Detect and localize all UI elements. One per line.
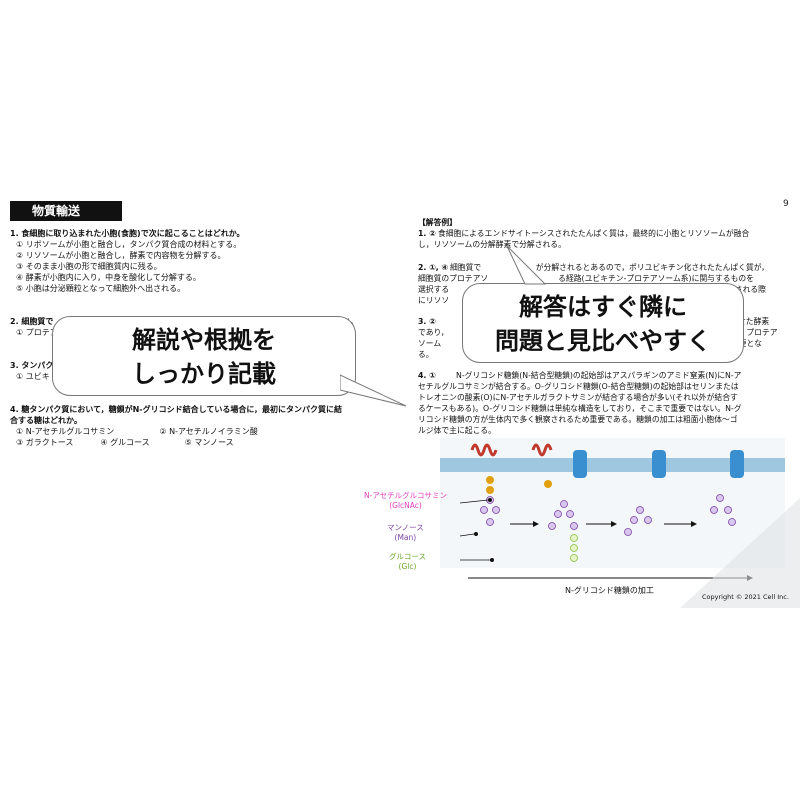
answer-text: 細胞質のプロテアソ — [418, 274, 489, 283]
question-1-option: ④ 酵素が小胞内に入り，中身を酸化して分解する。 — [16, 273, 201, 282]
question-2-text: 2. 細胞質で — [10, 317, 54, 326]
question-1-option: ① リボソームが小胞と融合し，タンパク質合成の材料とする。 — [16, 240, 242, 249]
glucose-residues — [570, 534, 578, 562]
answer-number: 1. ② — [418, 229, 436, 238]
callout-line: 問題と見比べやすく — [495, 327, 711, 355]
copyright: Copyright © 2021 Cell Inc. — [702, 593, 789, 601]
page-number: 9 — [783, 199, 789, 209]
answer-text: トレオニンの酸素(O)にN-アセチルガラクトサミンが結合する場合が多い(それ以外… — [418, 393, 738, 402]
question-1-option: ③ そのまま小胞の形で細胞質内に残る。 — [16, 262, 162, 271]
answer-text: る経路(ユビキチン-プロテアソーム系)に関与するものを — [558, 274, 754, 283]
page-fold-decoration — [680, 498, 800, 608]
channel-protein — [730, 450, 744, 478]
mannose-label-abbr: (Man) — [394, 533, 417, 542]
question-4-line1: 4. 糖タンパク質において，糖鎖がN-グリコシド結合している場合に，最初にタンパ… — [10, 405, 342, 414]
answer-text: るケースもある)。O-グリコシド糖鎖は単純な構造をしており，そこまで重要ではない… — [418, 404, 742, 413]
question-2-option: ① プロテア — [16, 328, 58, 337]
question-4-option: ④ グルコース — [100, 438, 150, 447]
answer-number: 4. ① — [418, 371, 436, 380]
answer-4: 4. ① N-グリコシド糖鎖(N-結合型糖鎖)の起始部はアスパラギンのアミド窒素(… — [418, 370, 790, 436]
answer-text: ルジ体で主に起こる。 — [418, 426, 496, 435]
answer-text: る。 — [418, 350, 434, 359]
answer-text: リコシド糖鎖の方が生体内で多く観察されるため重要である。糖鎖の加工は粗面小胞体～… — [418, 415, 738, 424]
question-4-option: ① N-アセチルグルコサミン — [16, 427, 115, 436]
membrane — [440, 458, 785, 472]
answer-number: 3. ② — [418, 317, 436, 326]
figure-caption: N-グリコシド糖鎖の加工 — [565, 586, 654, 595]
question-4-options-row1: ① N-アセチルグルコサミン ② N-アセチルノイラミン酸 — [10, 426, 342, 437]
question-2: 2. 細胞質で — [10, 316, 53, 327]
answer-text: セチルグルコサミンが結合する。O-グリコシド糖鎖(O-結合型糖鎖)の起始部はセリ… — [418, 382, 739, 391]
glucose-label-abbr: (Glc) — [398, 562, 417, 571]
glcnac-label-text: N-アセチルグルコサミン — [364, 491, 448, 500]
question-4-option: ⑤ マンノース — [184, 438, 234, 447]
question-1: 1. 食細胞に取り込まれた小胞(食胞)で次に起こることはどれか。 ① リボソーム… — [10, 228, 245, 294]
glcnac-residues — [486, 476, 552, 494]
answer-text: 細胞質で が分解されるとあるので，ポリユビキチン化されたたんぱく質が， — [450, 263, 769, 272]
channel-protein — [573, 450, 587, 478]
question-4-options-row2: ③ ガラクトース ④ グルコース ⑤ マンノース — [10, 437, 342, 448]
pointer-dots — [474, 498, 494, 562]
answer-text: 。プロテア — [738, 328, 778, 337]
answer-text: ソーム — [418, 339, 442, 348]
answer-text: にリソソ — [418, 296, 450, 305]
question-4: 4. 糖タンパク質において，糖鎖がN-グリコシド結合している場合に，最初にタンパ… — [10, 404, 342, 448]
glucose-label: グルコース (Glc) — [389, 552, 426, 572]
answer-number: 2. ①, ④ — [418, 263, 448, 272]
glcnac-label: N-アセチルグルコサミン (GlcNAc) — [364, 491, 447, 511]
question-1-text: 1. 食細胞に取り込まれた小胞(食胞)で次に起こることはどれか。 — [10, 229, 245, 238]
membrane-protein — [470, 443, 498, 457]
callout-line: 解説や根拠を — [132, 326, 276, 354]
question-4-option: ③ ガラクトース — [16, 438, 74, 447]
mannose-label: マンノース (Man) — [387, 523, 424, 543]
answer-text: であり， — [418, 328, 449, 337]
question-3-option: ① ユビキ — [16, 372, 50, 381]
channel-protein — [652, 450, 666, 478]
answer-text: し，リソソームの分解酵素で分解される。 — [418, 240, 566, 249]
callout-line: しっかり記載 — [132, 360, 276, 388]
question-4-option: ② N-アセチルノイラミン酸 — [159, 427, 258, 436]
membrane-protein — [531, 443, 553, 457]
answer-text: N-グリコシド糖鎖(N-結合型糖鎖)の起始部はアスパラギンのアミド窒素(N)にN… — [456, 371, 742, 380]
mannose-label-text: マンノース — [387, 523, 424, 532]
callout-explanation: 解説や根拠を しっかり記載 — [52, 316, 356, 396]
question-1-option: ⑤ 小胞は分泌顆粒となって細胞外へ出される。 — [16, 284, 186, 293]
glcnac-label-abbr: (GlcNAc) — [389, 501, 422, 510]
callout-answer: 解答はすぐ隣に 問題と見比べやすく — [462, 283, 744, 363]
glucose-label-text: グルコース — [389, 552, 426, 561]
question-3: 3. タンパク — [10, 361, 54, 370]
answer-text: 分解される際 — [719, 285, 766, 294]
answer-text: 食細胞によるエンドサイトーシスされたたんぱく質は，最終的に小胞とリソソームが融合 — [438, 229, 750, 238]
question-1-option: ② リソソームが小胞と融合し，酵素で内容物を分解する。 — [16, 251, 226, 260]
section-title: 物質輸送 — [10, 201, 122, 221]
answer-text: 選択する — [418, 285, 450, 294]
answer-text: せた酵素 — [738, 317, 770, 326]
callout-tail — [506, 245, 547, 285]
callout-tail — [340, 374, 407, 407]
question-4-line2: 合する糖はどれか。 — [10, 416, 82, 425]
glycan-processing-figure — [440, 438, 800, 608]
callout-line: 解答はすぐ隣に — [519, 293, 687, 321]
answer-heading: 【解答例】 — [418, 218, 457, 227]
